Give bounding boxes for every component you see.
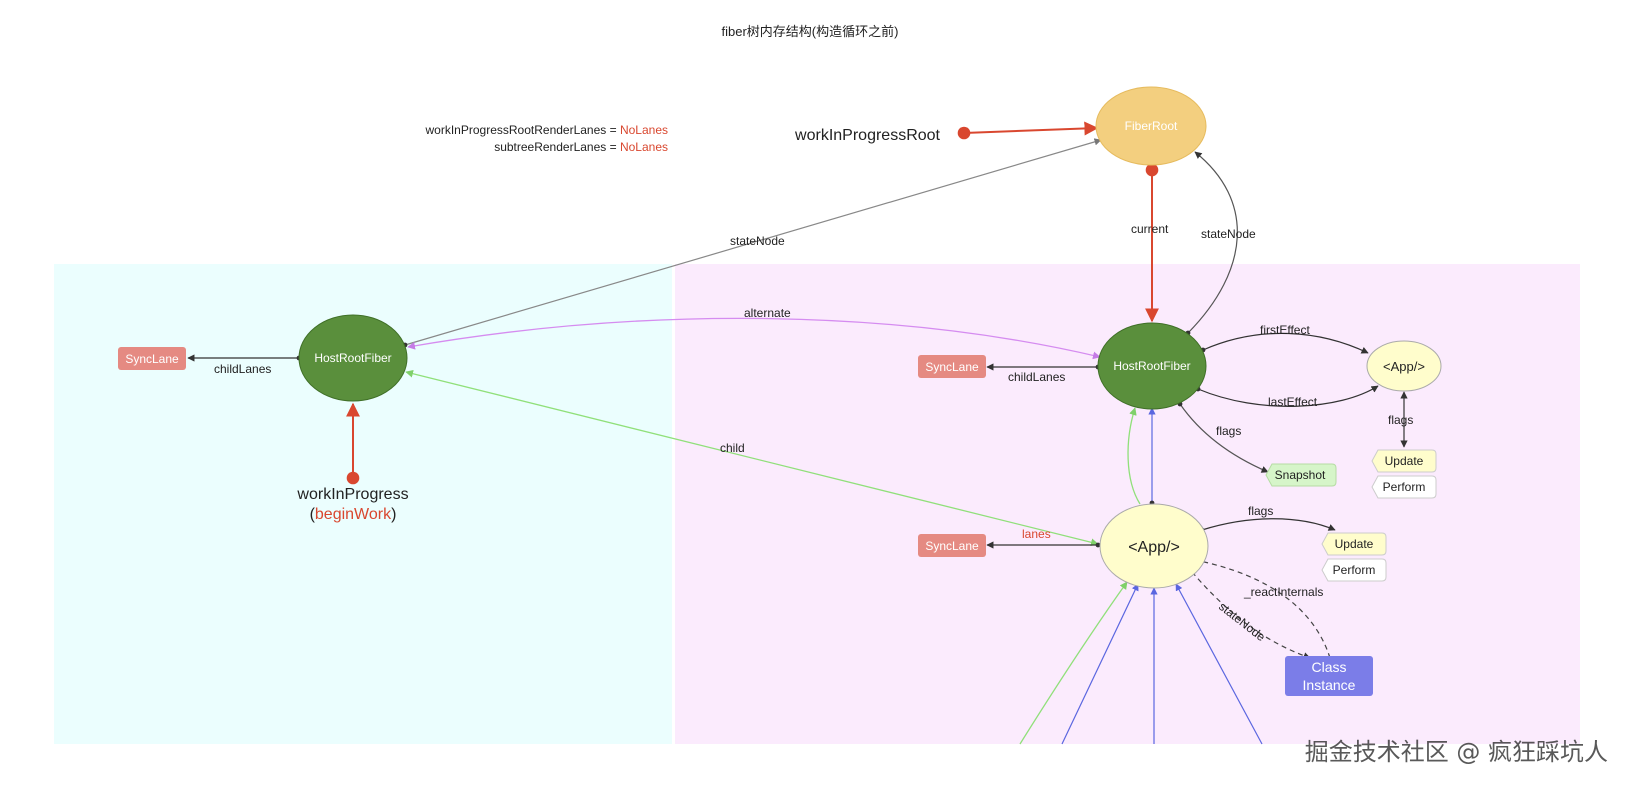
edge-label-alternate: alternate	[744, 306, 791, 320]
node-sync-lane-bottom	[918, 534, 986, 557]
begin-work-text: beginWork	[315, 506, 392, 523]
edge-label-child-lanes-right: childLanes	[1008, 370, 1065, 384]
diagram-title: fiber树内存结构(构造循环之前)	[722, 24, 899, 39]
label-update-bottom: Update	[1335, 537, 1374, 551]
edge-state-node-right	[1185, 151, 1238, 336]
label-sync-lane-mid: SyncLane	[925, 360, 979, 374]
node-update-bottom	[1321, 532, 1387, 556]
edge-child	[405, 369, 1099, 547]
paren-open: (	[310, 506, 316, 523]
edge-alternate	[407, 317, 1101, 360]
edge-label-state-node-left: stateNode	[730, 234, 785, 248]
edge-label-child-lanes-left: childLanes	[214, 362, 271, 376]
node-current-host-root-fiber	[1097, 322, 1207, 410]
label-app-effect: <App/>	[1383, 359, 1425, 374]
watermark: 掘金技术社区 @ 疯狂踩坑人	[1305, 738, 1608, 766]
label-sync-lane-bottom: SyncLane	[925, 539, 979, 553]
status-label: workInProgressRootRenderLanes =	[425, 123, 620, 137]
label-snapshot: Snapshot	[1275, 468, 1326, 482]
node-app-main	[1099, 503, 1209, 589]
node-sync-lane-left	[118, 347, 186, 370]
node-perform-bottom	[1321, 558, 1387, 582]
label-update-top: Update	[1385, 454, 1424, 468]
node-wip-host-root-fiber	[298, 314, 408, 402]
label-sync-lane-left: SyncLane	[125, 352, 179, 366]
label-perform-bottom: Perform	[1333, 563, 1376, 577]
edge-label-lanes: lanes	[1022, 527, 1051, 541]
edge-label-last-effect: lastEffect	[1268, 395, 1318, 409]
label-class-instance-line2: Instance	[1303, 677, 1356, 693]
node-app-effect	[1366, 340, 1442, 392]
edge-child-current	[1127, 407, 1141, 505]
status-value: NoLanes	[620, 123, 668, 137]
edge-label-child: child	[720, 441, 745, 455]
label-wip-begin-work: (beginWork)	[310, 506, 397, 523]
edge-label-state-node-right: stateNode	[1201, 227, 1256, 241]
edge-first-effect	[1200, 332, 1369, 354]
node-sync-lane-mid	[918, 355, 986, 378]
node-fiber-root	[1095, 86, 1207, 166]
label-fiber-root: FiberRoot	[1125, 119, 1178, 133]
status-label: subtreeRenderLanes =	[494, 140, 620, 154]
edge-flags-host	[1177, 401, 1269, 473]
label-perform-top: Perform	[1383, 480, 1426, 494]
edge-return-down-3	[1175, 583, 1263, 745]
edge-flags-app-main	[1199, 518, 1336, 533]
node-perform-top	[1371, 475, 1437, 499]
label-class-instance-line1: Class	[1311, 659, 1346, 675]
edge-state-node-left	[402, 138, 1102, 348]
edge-child-down	[1019, 581, 1128, 745]
edge-label-flags-host: flags	[1216, 424, 1241, 438]
edge-return-down-1	[1061, 583, 1139, 745]
label-wip-root: workInProgressRoot	[794, 127, 941, 144]
edge-label-flags-app-effect: flags	[1388, 413, 1413, 427]
label-current-host-root-fiber: HostRootFiber	[1113, 359, 1190, 373]
node-class-instance	[1285, 656, 1373, 696]
edge-label-first-effect: firstEffect	[1260, 323, 1310, 337]
status-line-subtree-lanes: subtreeRenderLanes = NoLanes	[494, 140, 668, 154]
label-wip: workInProgress	[296, 486, 408, 503]
node-snapshot	[1265, 463, 1337, 487]
edge-label-flags-app-main: flags	[1248, 504, 1273, 518]
edge-state-node-class	[1191, 571, 1311, 660]
edge-wip-root-pointer	[957, 121, 1099, 140]
edge-label-current: current	[1131, 222, 1169, 236]
status-line-render-lanes: workInProgressRootRenderLanes = NoLanes	[425, 123, 668, 137]
paren-close: )	[391, 506, 396, 523]
status-value: NoLanes	[620, 140, 668, 154]
node-update-top	[1371, 449, 1437, 473]
edge-label-react-internals: _reactInternals	[1243, 585, 1323, 599]
label-app-main: <App/>	[1128, 539, 1180, 556]
label-wip-host-root-fiber: HostRootFiber	[314, 351, 391, 365]
edge-last-effect	[1195, 385, 1379, 407]
